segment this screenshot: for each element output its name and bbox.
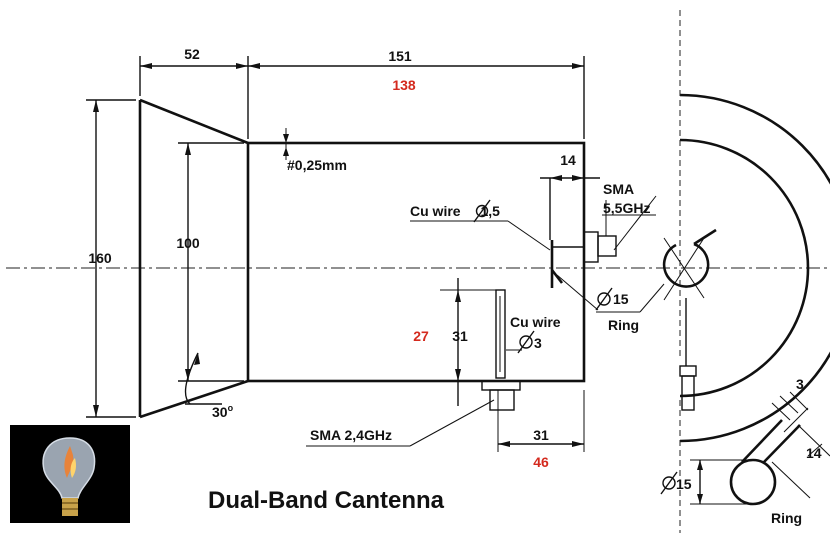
dim-line-160 [86, 99, 136, 418]
ring-upper-leader-left [556, 274, 599, 311]
diameter-symbol-icon [595, 287, 613, 311]
label-cu-wire-thick-size: 3 [534, 335, 542, 351]
wall-thickness-marker [283, 128, 289, 160]
dim-cone-outer-diameter: 160 [88, 250, 112, 266]
dim-feed-24ghz-offset-red: 46 [533, 454, 549, 470]
label-ring-detail: Ring [771, 510, 802, 526]
dim-cone-length: 52 [184, 46, 200, 62]
dim-total-length-red: 138 [392, 77, 416, 93]
dim-wall-thickness: #0,25mm [287, 157, 347, 173]
sma-5ghz-leader [613, 195, 657, 251]
dim-line-100 [178, 142, 244, 382]
feed-5ghz [540, 143, 617, 288]
diameter-symbol-icon [517, 330, 535, 354]
label-ring-detail-gap: 3 [796, 376, 804, 392]
dim-feed-24ghz-height-red: 27 [413, 328, 429, 344]
dim-feed-24ghz-height: 31 [452, 328, 468, 344]
diameter-symbol-icon [660, 471, 678, 495]
top-dimension-lines [139, 56, 585, 139]
sma-24ghz-leader [409, 399, 495, 447]
cone-angle-arc [184, 352, 222, 405]
label-ring-upper: Ring [608, 317, 639, 333]
diameter-symbol-icon [473, 199, 491, 223]
ring-upper-leader-right [639, 283, 665, 313]
label-cu-wire-thick: Cu wire [510, 314, 561, 330]
dim-feed-5ghz-offset: 14 [560, 152, 576, 168]
can-side-view [679, 10, 830, 533]
feed-24ghz [440, 278, 585, 452]
label-sma-5ghz-1: SMA [603, 181, 634, 197]
dim-can-diameter: 100 [176, 235, 200, 251]
dim-total-length: 151 [388, 48, 412, 64]
dim-cone-angle: 30o [212, 403, 234, 420]
ring-detail [690, 391, 830, 506]
cu-wire-thin-leader [507, 220, 551, 251]
cone-horn [138, 98, 249, 419]
ring-side-view [662, 228, 717, 301]
label-ring-detail-tail: 14 [806, 445, 822, 461]
label-ring-detail-size: 15 [676, 476, 692, 492]
label-sma-24ghz: SMA 2,4GHz [310, 427, 392, 443]
page-title: Dual-Band Cantenna [208, 487, 445, 514]
label-sma-5ghz-2: 5,5GHz [603, 200, 650, 216]
dim-feed-24ghz-offset: 31 [533, 427, 549, 443]
lightbulb-icon [10, 425, 130, 523]
label-ring-upper-size: 15 [613, 291, 629, 307]
